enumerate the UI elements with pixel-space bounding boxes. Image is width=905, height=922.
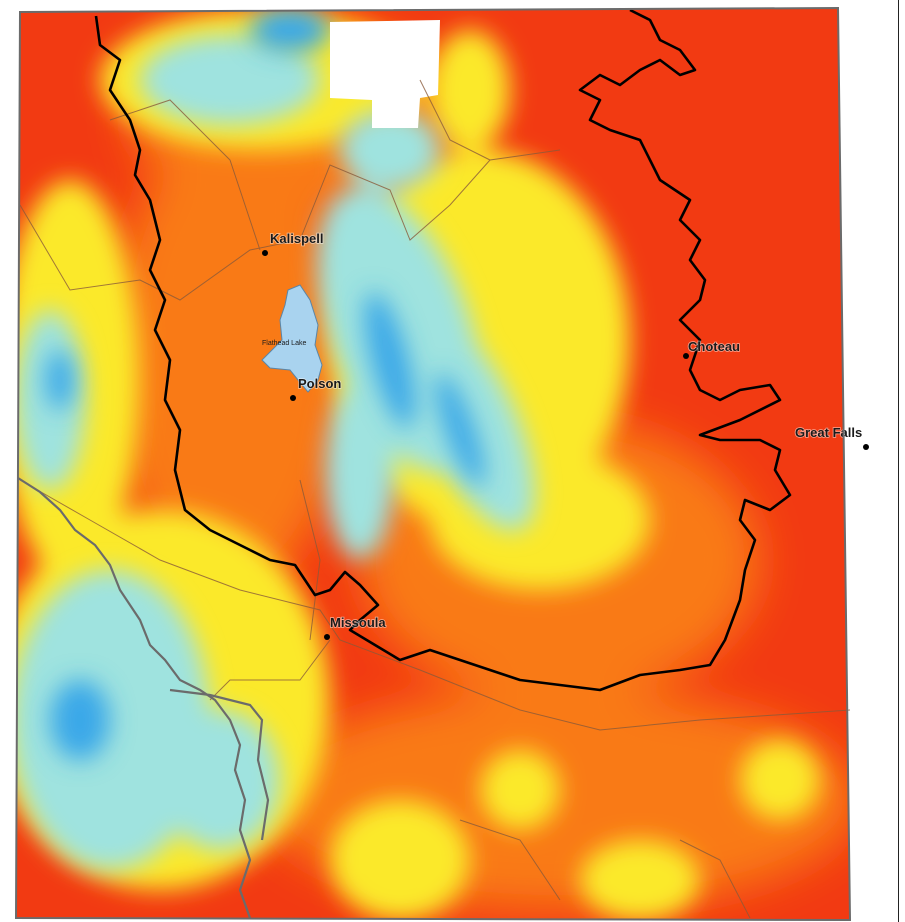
city-dot-polson	[290, 395, 296, 401]
lake-label: Flathead Lake	[262, 340, 306, 347]
yellow-zone-south-d	[740, 740, 820, 820]
map-frame	[14, 6, 852, 922]
county-line-5	[209, 639, 331, 701]
no-data-area	[330, 20, 440, 128]
blue-zone-sw	[50, 680, 110, 760]
city-dot-missoula	[324, 634, 330, 640]
blue-zone-west	[46, 350, 74, 410]
cyan-zone-sw-b	[160, 710, 280, 850]
orange-zone-west	[110, 130, 350, 590]
study-area-boundary	[94, 8, 792, 692]
county-line-1	[19, 149, 561, 301]
flathead-lake	[261, 284, 323, 393]
county-line-3	[419, 79, 491, 161]
yellow-zone-south-b	[480, 750, 560, 830]
panel-divider	[898, 0, 899, 922]
cyan-zone-north-a	[140, 35, 320, 125]
city-choteau: Choteau	[683, 338, 741, 359]
county-line-4	[19, 479, 851, 731]
blue-zone-center-b	[435, 373, 485, 487]
state-border-line	[17, 477, 252, 919]
city-dot-choteau	[683, 353, 689, 359]
state-border	[17, 477, 270, 919]
county-line-7	[459, 819, 561, 901]
city-great-falls: Great Falls	[794, 424, 869, 450]
yellow-zone-south-e	[180, 590, 300, 650]
county-line-2	[109, 99, 261, 251]
county-lines	[19, 79, 851, 919]
state-border-line-2	[169, 688, 270, 841]
city-polson: Polson	[290, 375, 342, 401]
city-label-great-falls: Great Falls	[795, 425, 862, 440]
city-label-missoula: Missoula	[330, 615, 386, 630]
city-dot-kalispell	[262, 250, 268, 256]
yellow-zone-ne	[430, 30, 510, 150]
cyan-zone-center-c	[325, 380, 395, 560]
yellow-zone-south-c	[580, 840, 700, 920]
blue-zone-center-a	[364, 292, 416, 428]
county-line-8	[679, 839, 751, 919]
cyan-zone-north-b	[340, 110, 440, 190]
city-missoula: Missoula	[324, 614, 387, 640]
city-kalispell: Kalispell	[262, 230, 324, 256]
blue-zones	[46, 8, 485, 760]
yellow-zone-south-a	[330, 800, 470, 920]
city-label-choteau: Choteau	[688, 339, 740, 354]
city-label-polson: Polson	[298, 376, 341, 391]
city-dot-great-falls	[863, 444, 869, 450]
city-label-kalispell: Kalispell	[270, 231, 323, 246]
blue-zone-north	[250, 8, 330, 52]
county-line-6	[299, 479, 321, 641]
